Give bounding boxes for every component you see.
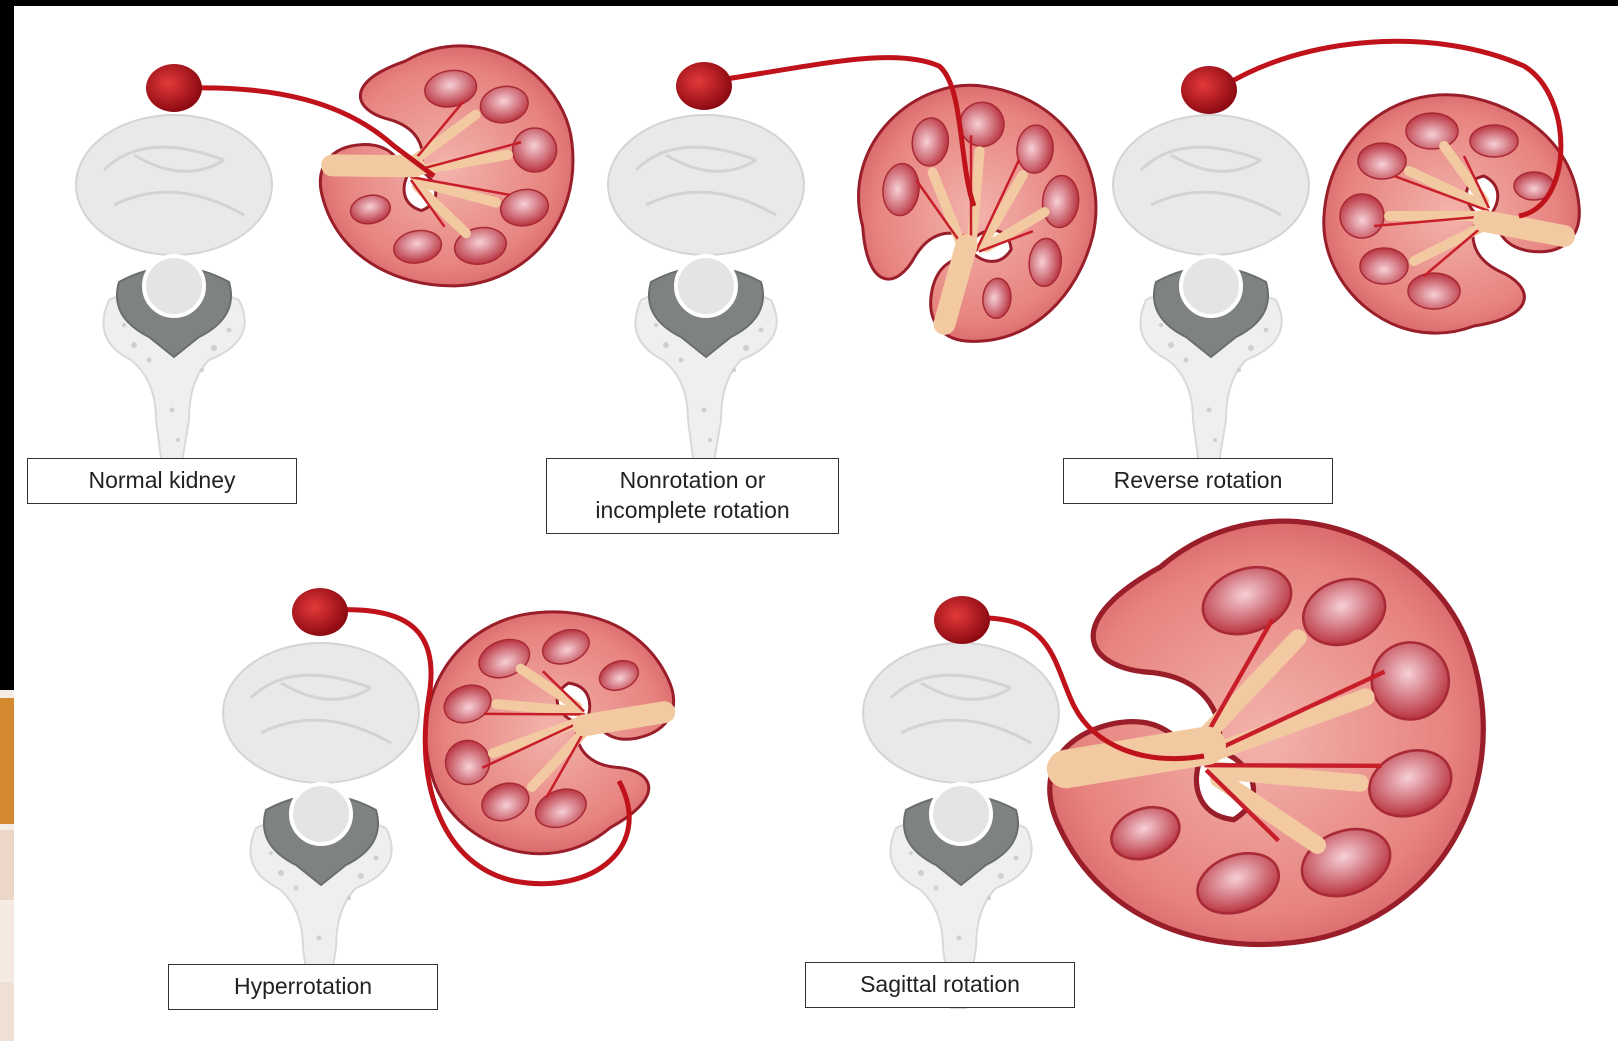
aorta-image bbox=[146, 64, 202, 112]
label-nonrotation: Nonrotation or incomplete rotation bbox=[546, 458, 839, 534]
aorta-image bbox=[1181, 66, 1237, 114]
kidney-image bbox=[846, 76, 1106, 351]
vertebra-image bbox=[223, 643, 419, 1008]
kidney-image bbox=[390, 574, 712, 885]
kidney-image bbox=[300, 28, 593, 307]
vertebra-image bbox=[608, 115, 804, 480]
kidney-image bbox=[983, 465, 1546, 1010]
panel-sagittal-rotation bbox=[863, 465, 1546, 1010]
figure-canvas: Normal kidney Nonrotation or incomplete … bbox=[14, 6, 1618, 1041]
aorta-image bbox=[934, 596, 990, 644]
vertebra-image bbox=[863, 643, 1059, 1008]
label-hyperrotation: Hyperrotation bbox=[168, 964, 438, 1010]
aorta-image bbox=[292, 588, 348, 636]
side-accent-block bbox=[0, 830, 14, 900]
kidney-image bbox=[1324, 95, 1580, 333]
side-accent-bar bbox=[0, 690, 14, 1041]
panel-hyperrotation bbox=[223, 574, 712, 1008]
label-normal-kidney: Normal kidney bbox=[27, 458, 297, 504]
side-accent-block bbox=[0, 982, 14, 1041]
aorta-image bbox=[676, 62, 732, 110]
side-accent-block bbox=[0, 698, 14, 824]
label-sagittal-rotation: Sagittal rotation bbox=[805, 962, 1075, 1008]
label-reverse-rotation: Reverse rotation bbox=[1063, 458, 1333, 504]
panel-nonrotation bbox=[608, 58, 1106, 480]
panel-normal-kidney bbox=[76, 28, 593, 480]
panel-reverse-rotation bbox=[1113, 41, 1579, 480]
vertebra-image bbox=[1113, 115, 1309, 480]
vertebra-image bbox=[76, 115, 272, 480]
side-accent-block bbox=[0, 904, 14, 978]
